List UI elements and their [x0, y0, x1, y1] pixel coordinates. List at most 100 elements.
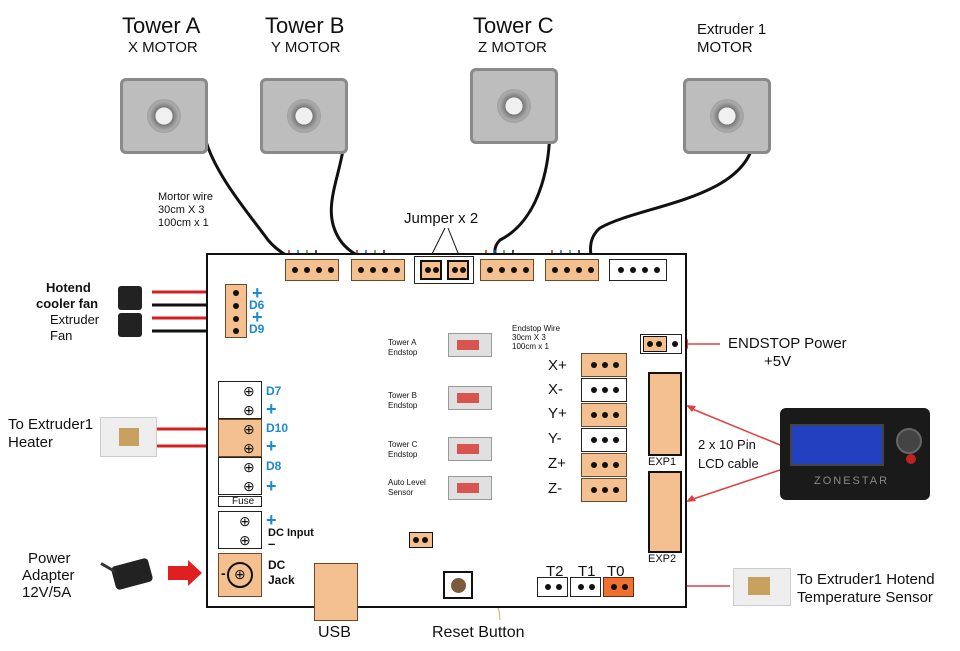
- power-label-2: Adapter: [22, 567, 75, 584]
- fuse: Fuse: [218, 496, 262, 507]
- stepper-motor-icon: [683, 78, 771, 154]
- fan-icon: [118, 286, 142, 310]
- motor-title: Extruder 1: [697, 21, 767, 38]
- d7-label: D7: [266, 384, 282, 398]
- motor-connector-spare: [609, 259, 667, 281]
- motor-subtitle: X MOTOR: [128, 39, 198, 56]
- lcd-module: ZONESTAR: [780, 408, 930, 500]
- endstop-switch-icon: [448, 476, 492, 500]
- jumper-block: [414, 256, 474, 284]
- axis-label-y-minus: Y-: [548, 430, 562, 447]
- endstop-connector-x-minus: [581, 378, 627, 402]
- axis-label-x-minus: X-: [548, 381, 563, 398]
- motor-wire-line1: Mortor wire: [158, 191, 214, 203]
- plus-sign: +: [252, 283, 263, 303]
- motor-subtitle: Z MOTOR: [478, 39, 547, 56]
- usb-port: [314, 563, 358, 621]
- sensor-label-1: To Extruder1 Hotend: [797, 571, 935, 588]
- plus-sign: +: [266, 399, 277, 419]
- d6-label: D6: [249, 298, 265, 312]
- sensor-label-2: Temperature Sensor: [797, 589, 933, 606]
- heater-terminal-d10: ⊕ ⊕: [218, 419, 262, 457]
- t0-label: T0: [607, 563, 625, 580]
- endstop-wire-line1: Endstop Wire: [512, 324, 561, 333]
- tower-b-endstop-label-2: Endstop: [388, 401, 418, 410]
- d9-label: D9: [249, 322, 265, 336]
- fan-icon: [118, 313, 142, 337]
- heater-terminal-d8: ⊕ ⊕: [218, 457, 262, 495]
- auto-level-label-1: Auto Level: [388, 478, 426, 487]
- d10-label: D10: [266, 421, 289, 435]
- reset-button[interactable]: [443, 571, 473, 599]
- heater-label-1: To Extruder1: [8, 416, 94, 433]
- endstop-wire-line2: 30cm X 3: [512, 333, 546, 342]
- endstop-connector-z-plus: [581, 453, 627, 477]
- tower-a-endstop-label-2: Endstop: [388, 348, 418, 357]
- t1-connector: [570, 577, 601, 597]
- endstop-power-label-1: ENDSTOP Power: [728, 335, 847, 352]
- motor-wire-line2: 30cm X 3: [158, 204, 205, 216]
- heater-cartridge-icon: [100, 417, 157, 457]
- power-adapter-icon: [98, 552, 158, 600]
- minus-sign: –: [268, 536, 276, 551]
- dc-jack: ⊕ -: [218, 553, 262, 597]
- dc-input-terminal: ⊕ ⊕: [218, 511, 262, 549]
- plus-sign: +: [266, 510, 277, 530]
- tower-c-endstop-label-2: Endstop: [388, 450, 418, 459]
- stepper-motor-icon: [120, 78, 208, 154]
- plus-sign: +: [266, 476, 277, 496]
- jumper-label: Jumper x 2: [404, 210, 479, 227]
- endstop-connector-y-minus: [581, 428, 627, 452]
- hotend-fan-label-2: cooler fan: [36, 296, 99, 311]
- heater-label-2: Heater: [8, 434, 54, 451]
- lcd-cable-label-2: LCD cable: [698, 456, 759, 471]
- t2-connector: [537, 577, 568, 597]
- endstop-connector-z-minus: [581, 478, 627, 502]
- motor-connector-z: [480, 259, 534, 281]
- tower-a-endstop-label-1: Tower A: [388, 338, 417, 347]
- motor-connector-e1: [545, 259, 599, 281]
- motor-title: Tower A: [122, 13, 201, 38]
- axis-label-z-plus: Z+: [548, 455, 566, 472]
- endstop-power-jumper: [640, 334, 682, 354]
- endstop-switch-icon: [448, 333, 492, 357]
- dc-input-label: DC Input: [268, 527, 314, 539]
- axis-label-y-plus: Y+: [548, 405, 567, 422]
- stepper-motor-icon: [260, 78, 348, 154]
- t1-label: T1: [578, 563, 596, 580]
- tower-b-endstop-label-1: Tower B: [388, 391, 417, 400]
- motor-subtitle: MOTOR: [697, 39, 753, 56]
- endstop-wire-line3: 100cm x 1: [512, 342, 549, 351]
- extruder-fan-label-1: Extruder: [50, 312, 100, 327]
- exp2-header: [648, 471, 682, 553]
- dc-jack-label-2: Jack: [268, 573, 295, 587]
- power-label-1: Power: [28, 550, 71, 567]
- plus-sign: +: [252, 307, 263, 327]
- hotend-fan-label-1: Hotend: [46, 280, 91, 295]
- d8-label: D8: [266, 459, 282, 473]
- thermistor-icon: [733, 568, 791, 606]
- reset-label: Reset Button: [432, 624, 525, 641]
- tower-c-endstop-label-1: Tower C: [388, 440, 418, 449]
- motor-connector-x: [285, 259, 339, 281]
- endstop-power-label-2: +5V: [764, 353, 792, 370]
- heater-terminal-d7: ⊕ ⊕: [218, 381, 262, 419]
- motor-title: Tower C: [473, 13, 554, 38]
- axis-label-x-plus: X+: [548, 357, 567, 374]
- motor-wire-line3: 100cm x 1: [158, 217, 209, 229]
- endstop-connector-y-plus: [581, 403, 627, 427]
- auto-level-label-2: Sensor: [388, 488, 414, 497]
- power-label-3: 12V/5A: [22, 584, 72, 601]
- extruder-fan-label-2: Fan: [50, 328, 73, 343]
- motor-connector-y: [351, 259, 405, 281]
- motor-title: Tower B: [265, 13, 345, 38]
- endstop-switch-icon: [448, 386, 492, 410]
- lcd-cable-label-1: 2 x 10 Pin: [698, 437, 756, 452]
- motor-subtitle: Y MOTOR: [271, 39, 341, 56]
- endstop-connector-x-plus: [581, 353, 627, 377]
- endstop-switch-icon: [448, 437, 492, 461]
- usb-label: USB: [318, 624, 351, 641]
- dc-jack-label-1: DC: [268, 558, 286, 572]
- t0-connector: [603, 577, 634, 597]
- plus-sign: +: [266, 436, 277, 456]
